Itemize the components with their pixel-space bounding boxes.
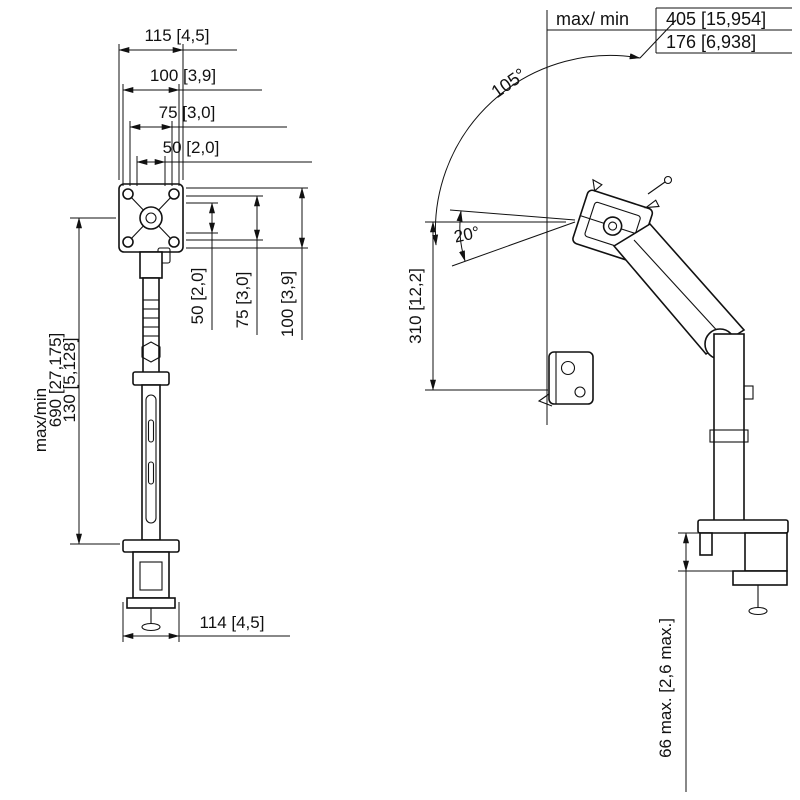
dim-label-width-75: 75 [3,0]: [159, 103, 216, 122]
clamp-screw-handle-side: [748, 606, 768, 616]
dim-label-pole-maxmin: max/min: [31, 388, 50, 452]
vesa-plate: [118, 183, 184, 264]
dim-label-width-115: 115 [4,5]: [145, 26, 210, 45]
dim-label-height-100: 100 [3,9]: [278, 271, 297, 337]
side-view: max/ min 405 [15,954] 176 [6,938] 105° 2…: [406, 7, 792, 792]
dim-label-pole-max: 690 [27,175]: [46, 333, 65, 428]
side-pole: [709, 333, 754, 527]
dim-label-width-50: 50 [2,0]: [163, 138, 220, 157]
front-dimensions: [70, 44, 312, 642]
reach-max-value: 405 [15,954]: [666, 9, 766, 29]
arm-length-dim: [425, 221, 566, 391]
reach-label: max/ min: [556, 9, 629, 29]
swivel-angle: [432, 19, 677, 246]
adjust-knob: [141, 341, 161, 363]
desk-clamp-side: [697, 519, 789, 616]
lowered-bracket: [537, 351, 594, 407]
front-view: 115 [4,5] 100 [3,9] 75 [3,0] 50 [2,0] 50…: [31, 26, 312, 642]
clamp-screw-handle: [141, 622, 161, 632]
mount-pole: [132, 251, 170, 541]
reach-table: [547, 7, 792, 54]
dim-label-width-100: 100 [3,9]: [150, 66, 216, 85]
angle-label-105: 105°: [488, 64, 530, 102]
head-lever: [647, 181, 666, 195]
desk-clamp-front: [122, 539, 180, 632]
clamp-range-dim: [678, 532, 733, 792]
angle-label-20: 20°: [452, 223, 481, 247]
dim-label-arm-310: 310 [12,2]: [406, 268, 425, 344]
head-lever-knob: [663, 175, 673, 185]
dim-label-base-width: 114 [4,5]: [200, 613, 265, 632]
dim-label-pole-min: 130 [5,128]: [60, 337, 79, 422]
tilt-angle: [449, 209, 576, 267]
dim-label-height-75: 75 [3,0]: [233, 272, 252, 329]
dim-label-clamp-66: 66 max. [2,6 max.]: [656, 618, 675, 758]
dim-label-height-50: 50 [2,0]: [188, 268, 207, 325]
reach-min-value: 176 [6,938]: [666, 32, 756, 52]
